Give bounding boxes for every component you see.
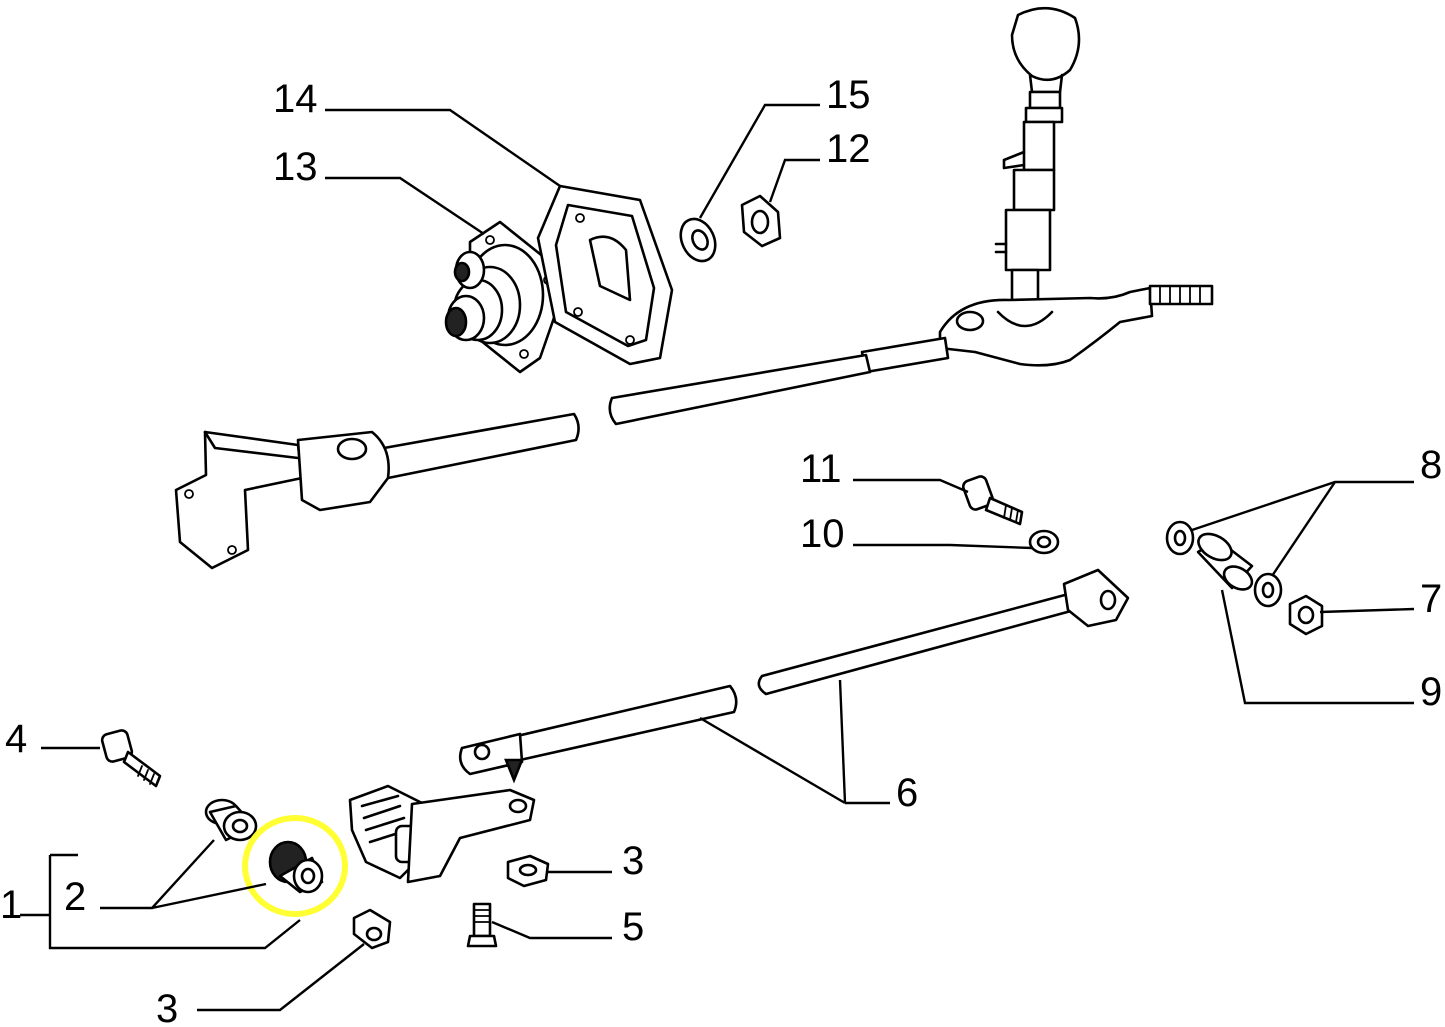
label-15: 15 (826, 73, 871, 117)
label-1: 1 (0, 883, 22, 927)
washers-part-8 (1165, 520, 1283, 608)
bolt-part-11 (961, 475, 1024, 526)
label-14: 14 (273, 77, 318, 121)
label-11: 11 (800, 447, 842, 491)
nut-part-7 (1288, 594, 1324, 636)
washer-part-10 (1028, 529, 1060, 555)
linkage-rod-part-6 (458, 568, 1130, 784)
left-rod-bracket (174, 430, 390, 570)
label-7: 7 (1420, 577, 1442, 621)
bolt-part-5 (466, 902, 498, 948)
gear-lever-assembly (382, 6, 1214, 480)
bushing-part-9 (1196, 532, 1254, 591)
leader-lines (20, 103, 1415, 1012)
label-10: 10 (800, 512, 845, 556)
bushing-part-2b-highlighted (268, 840, 324, 894)
part-labels: 14 13 15 12 11 10 8 7 9 4 6 3 5 2 1 3 (0, 73, 1442, 1027)
nut-part-3-upper (506, 854, 550, 888)
label-3-upper: 3 (622, 839, 644, 883)
gasket-part-14 (536, 184, 674, 366)
highlight-circle (242, 815, 348, 917)
washer-part-15 (679, 217, 717, 263)
nut-part-3-lower (352, 908, 392, 950)
label-5: 5 (622, 905, 644, 949)
label-6: 6 (896, 771, 918, 815)
selector-bracket (348, 784, 536, 884)
label-13: 13 (273, 145, 318, 189)
bolt-part-4 (100, 729, 162, 788)
rubber-boot-part-13 (444, 220, 562, 374)
label-12: 12 (826, 127, 871, 171)
label-4: 4 (5, 717, 27, 761)
label-8: 8 (1420, 443, 1442, 487)
label-9: 9 (1420, 670, 1442, 714)
nut-part-12 (740, 194, 782, 248)
label-2: 2 (64, 875, 86, 919)
label-3-lower: 3 (156, 987, 178, 1027)
bushing-part-2a (204, 798, 258, 842)
